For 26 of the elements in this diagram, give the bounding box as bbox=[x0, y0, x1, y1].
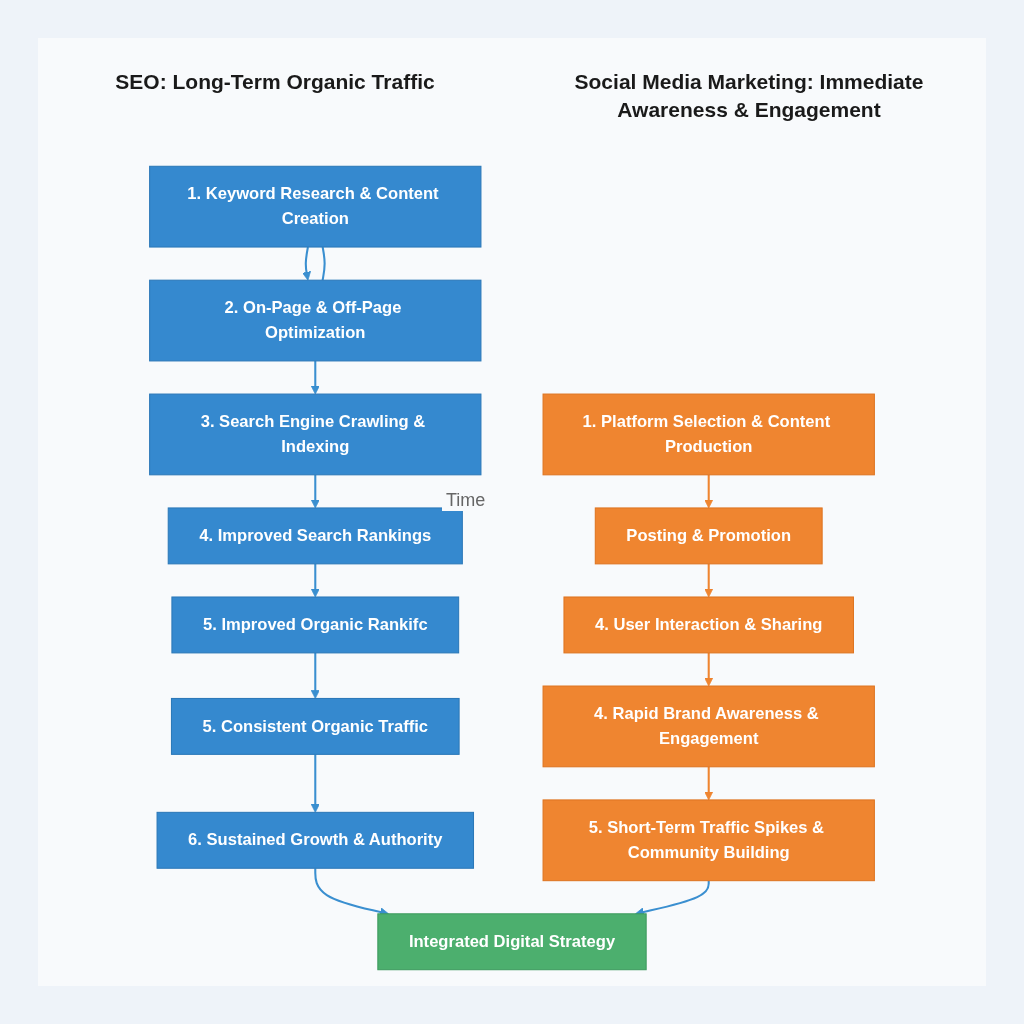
arrow bbox=[310, 474, 320, 509]
node-box: 5. Consistent Organic Traffic bbox=[170, 697, 460, 755]
arrow bbox=[704, 474, 714, 509]
node-box: 1. Platform Selection & Content Production bbox=[542, 393, 875, 476]
node-box: 3. Search Engine Crawling & Indexing bbox=[149, 393, 482, 476]
node-box: 1. Keyword Research & Content Creation bbox=[149, 165, 482, 248]
node-box: Posting & Promotion bbox=[594, 507, 823, 565]
column-heading: SEO: Long-Term Organic Traffic bbox=[114, 69, 436, 95]
node-box: 4. Improved Search Rankings bbox=[167, 507, 463, 565]
node-box: 6. Sustained Growth & Authority bbox=[156, 811, 475, 869]
arrow bbox=[310, 754, 320, 813]
column-heading: Social Media Marketing: Immediate Awareness & Engagement bbox=[573, 69, 925, 124]
node-box: 4. Rapid Brand Awareness & Engagement bbox=[542, 685, 875, 768]
connector bbox=[321, 246, 326, 281]
node-box: 5. Improved Organic Rankifc bbox=[171, 596, 460, 654]
arrow bbox=[310, 563, 320, 598]
arrow bbox=[704, 766, 714, 801]
arrow bbox=[704, 563, 714, 598]
node-box: 2. On-Page & Off-Page Optimization bbox=[149, 279, 482, 362]
arrow bbox=[301, 246, 311, 281]
arrow bbox=[310, 652, 320, 699]
node-box: 4. User Interaction & Sharing bbox=[563, 596, 854, 654]
node-box: Integrated Digital Strategy bbox=[377, 913, 647, 971]
arrow bbox=[704, 652, 714, 687]
arrow bbox=[310, 360, 320, 395]
node-box: 5. Short-Term Traffic Spikes & Community Building bbox=[542, 799, 875, 882]
